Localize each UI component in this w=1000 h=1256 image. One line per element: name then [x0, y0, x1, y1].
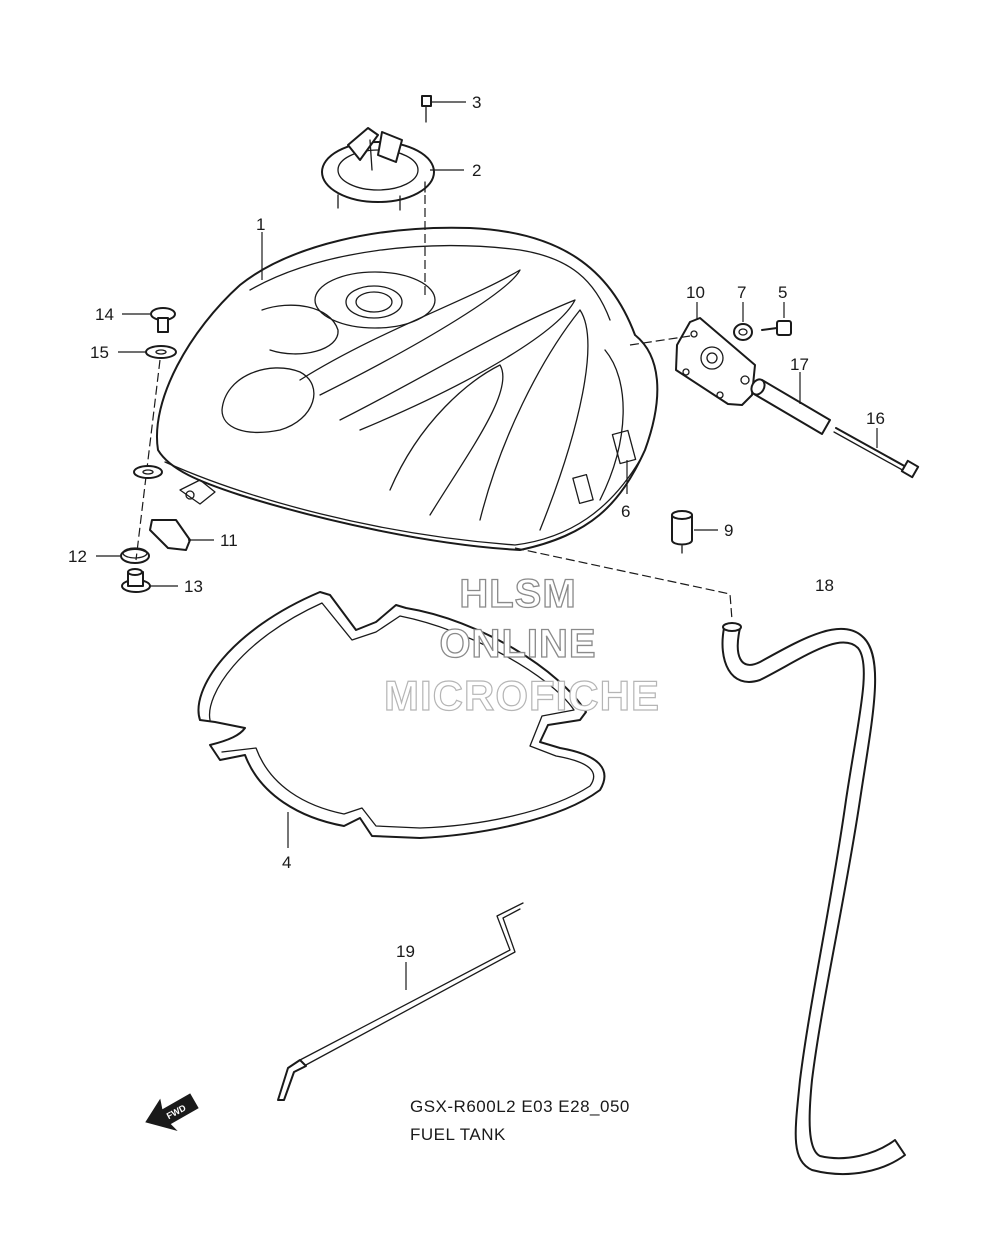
- part-7-collar[interactable]: [733, 323, 753, 341]
- part-9-cushion[interactable]: [671, 510, 693, 554]
- watermark-line-1: HLSM: [459, 571, 577, 616]
- fwd-arrow-icon: FWD: [145, 1093, 199, 1131]
- callout-label-17: 17: [790, 355, 809, 374]
- part-12-grommet[interactable]: [120, 547, 150, 564]
- callout-label-5: 5: [778, 283, 787, 302]
- callout-label-6: 6: [621, 502, 630, 521]
- part-10-bracket[interactable]: [675, 317, 756, 406]
- part-19-prop-rod[interactable]: [277, 902, 524, 1101]
- diagram-title: FUEL TANK: [410, 1125, 506, 1144]
- callout-label-19: 19: [396, 942, 415, 961]
- part-1-fuel-tank[interactable]: [156, 226, 659, 551]
- callout-6: 6: [621, 460, 630, 521]
- callout-label-13: 13: [184, 577, 203, 596]
- callout-13: 13: [150, 577, 203, 596]
- callout-label-9: 9: [724, 521, 733, 540]
- callout-7: 7: [737, 283, 746, 322]
- callout-label-7: 7: [737, 283, 746, 302]
- part-4-tank-seal[interactable]: [197, 591, 606, 839]
- callout-5: 5: [778, 283, 787, 318]
- callout-15: 15: [90, 343, 146, 362]
- callout-4: 4: [282, 812, 291, 872]
- callout-10: 10: [686, 283, 705, 320]
- callout-16: 16: [866, 409, 885, 448]
- callout-label-11: 11: [220, 531, 238, 550]
- callout-18: 18: [815, 576, 834, 595]
- part-16-bolt[interactable]: [833, 427, 920, 479]
- callout-label-4: 4: [282, 853, 291, 872]
- callout-label-10: 10: [686, 283, 705, 302]
- part-17-spacer[interactable]: [749, 377, 831, 435]
- leader-hose-to-tank: [514, 547, 733, 621]
- callout-3: 3: [432, 93, 481, 112]
- callout-label-16: 16: [866, 409, 885, 428]
- callout-19: 19: [396, 942, 415, 990]
- callout-11: 11: [188, 531, 238, 550]
- leader-bracket-to-tank: [629, 335, 691, 346]
- part-13-collar[interactable]: [121, 568, 151, 593]
- part-2-filler-cap[interactable]: [321, 127, 435, 211]
- part-11-clip[interactable]: [149, 519, 191, 551]
- callout-14: 14: [95, 305, 150, 324]
- diagram-code: GSX-R600L2 E03 E28_050: [410, 1097, 630, 1116]
- leader-fasteners-to-tank: [135, 359, 161, 561]
- callout-label-18: 18: [815, 576, 834, 595]
- watermark-line-2: ONLINE: [439, 621, 597, 666]
- callout-17: 17: [790, 355, 809, 404]
- callout-2: 2: [430, 161, 481, 180]
- callout-label-12: 12: [68, 547, 87, 566]
- part-14-bolt[interactable]: [150, 307, 176, 333]
- part-15-washer[interactable]: [145, 345, 177, 359]
- watermark-line-3: MICROFICHE: [383, 671, 660, 719]
- callout-label-1: 1: [256, 215, 265, 234]
- tank-mount-tab: [133, 465, 163, 479]
- callout-label-15: 15: [90, 343, 109, 362]
- callout-1: 1: [256, 215, 265, 280]
- callout-9: 9: [694, 521, 733, 540]
- part-3-screw[interactable]: [421, 95, 432, 123]
- callout-label-14: 14: [95, 305, 114, 324]
- callout-label-3: 3: [472, 93, 481, 112]
- part-5-bolt[interactable]: [761, 320, 792, 336]
- callout-12: 12: [68, 547, 120, 566]
- callout-label-2: 2: [472, 161, 481, 180]
- part-18-breather-hose[interactable]: [721, 622, 906, 1176]
